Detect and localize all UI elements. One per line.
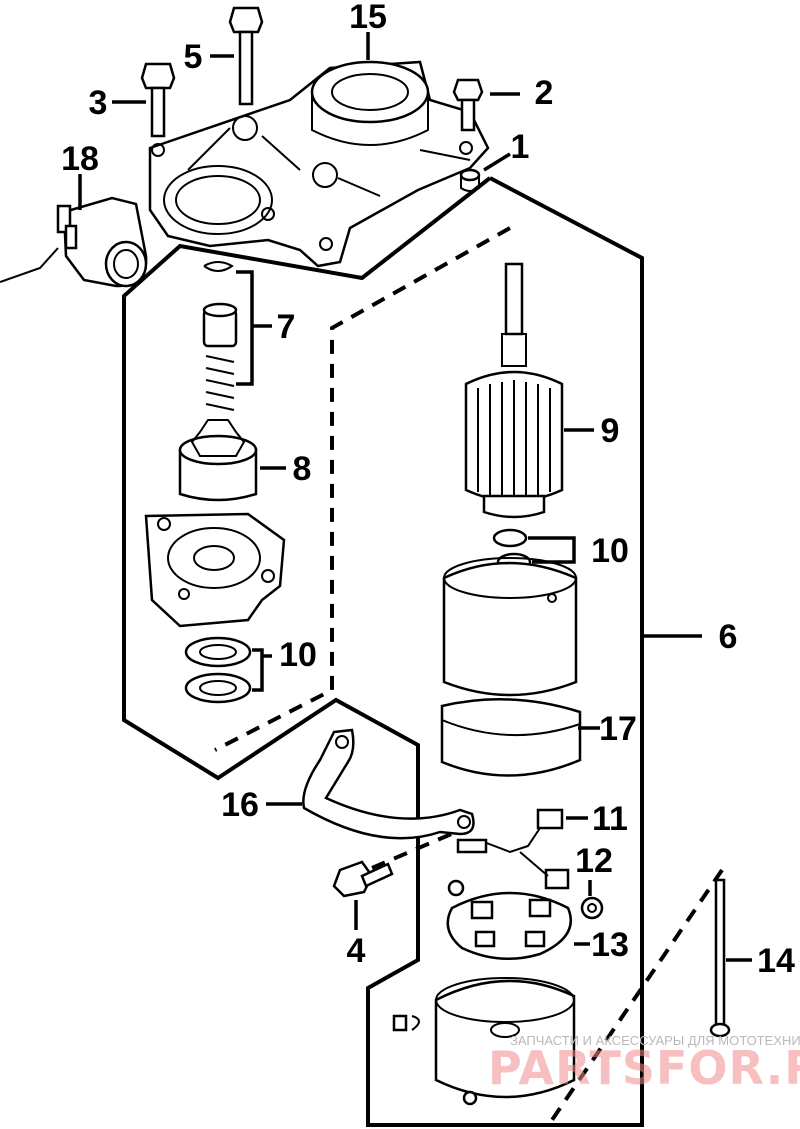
band-part — [440, 698, 582, 777]
callout-1: 1 — [511, 128, 530, 166]
short-bolt-part — [452, 78, 484, 132]
yoke-field-frame-part — [442, 557, 578, 697]
assembly-inner-dashed-outline — [214, 226, 511, 752]
callout-6: 6 — [719, 618, 738, 656]
callout-8: 8 — [293, 450, 312, 488]
callout-11: 11 — [592, 800, 628, 838]
dowel-pin-part — [459, 168, 481, 192]
mounting-bracket-part — [148, 60, 490, 268]
bolt-dashed-link — [371, 824, 471, 870]
leader-lines — [78, 32, 752, 962]
assembly-frame-outline — [122, 176, 644, 1127]
brush-holder-plate-part — [446, 879, 573, 961]
pinion-gear-part — [178, 419, 258, 502]
callout-13: 13 — [591, 926, 629, 964]
drive-end-housing — [144, 512, 286, 628]
callout-10-left: 10 — [279, 636, 317, 674]
callout-5: 5 — [184, 38, 203, 76]
armature-part — [464, 262, 564, 519]
end-cap-part — [392, 977, 576, 1106]
bolt-part-4 — [332, 860, 394, 898]
callout-4: 4 — [347, 932, 366, 970]
callout-15: 15 — [349, 0, 387, 36]
long-bolt-part — [228, 6, 264, 106]
lower-dashed-link — [550, 868, 724, 1122]
washers-left-part — [184, 636, 252, 704]
callout-7: 7 — [277, 308, 296, 346]
callout-10-right: 10 — [591, 532, 629, 570]
callout-12: 12 — [575, 842, 613, 880]
callout-16: 16 — [221, 786, 259, 824]
watermark-tagline: ЗАПЧАСТИ И АКСЕССУАРЫ ДЛЯ МОТОТЕХНИКИ — [510, 1033, 800, 1048]
bolt-part-3 — [140, 62, 176, 138]
callout-3: 3 — [89, 84, 108, 122]
solenoid-part — [0, 196, 148, 288]
callout-2: 2 — [535, 74, 554, 112]
nut-part — [580, 896, 604, 920]
brushes-part — [456, 808, 570, 890]
through-bolt-part — [709, 878, 731, 1038]
callout-18: 18 — [61, 140, 99, 178]
callout-17: 17 — [599, 710, 637, 748]
callout-9: 9 — [601, 412, 620, 450]
pinion-stop-kit-part — [202, 261, 238, 411]
bracket-strap-part — [302, 728, 475, 840]
watermark-brand: PARTSFOR.RU — [488, 1041, 800, 1095]
callout-14: 14 — [757, 942, 795, 980]
